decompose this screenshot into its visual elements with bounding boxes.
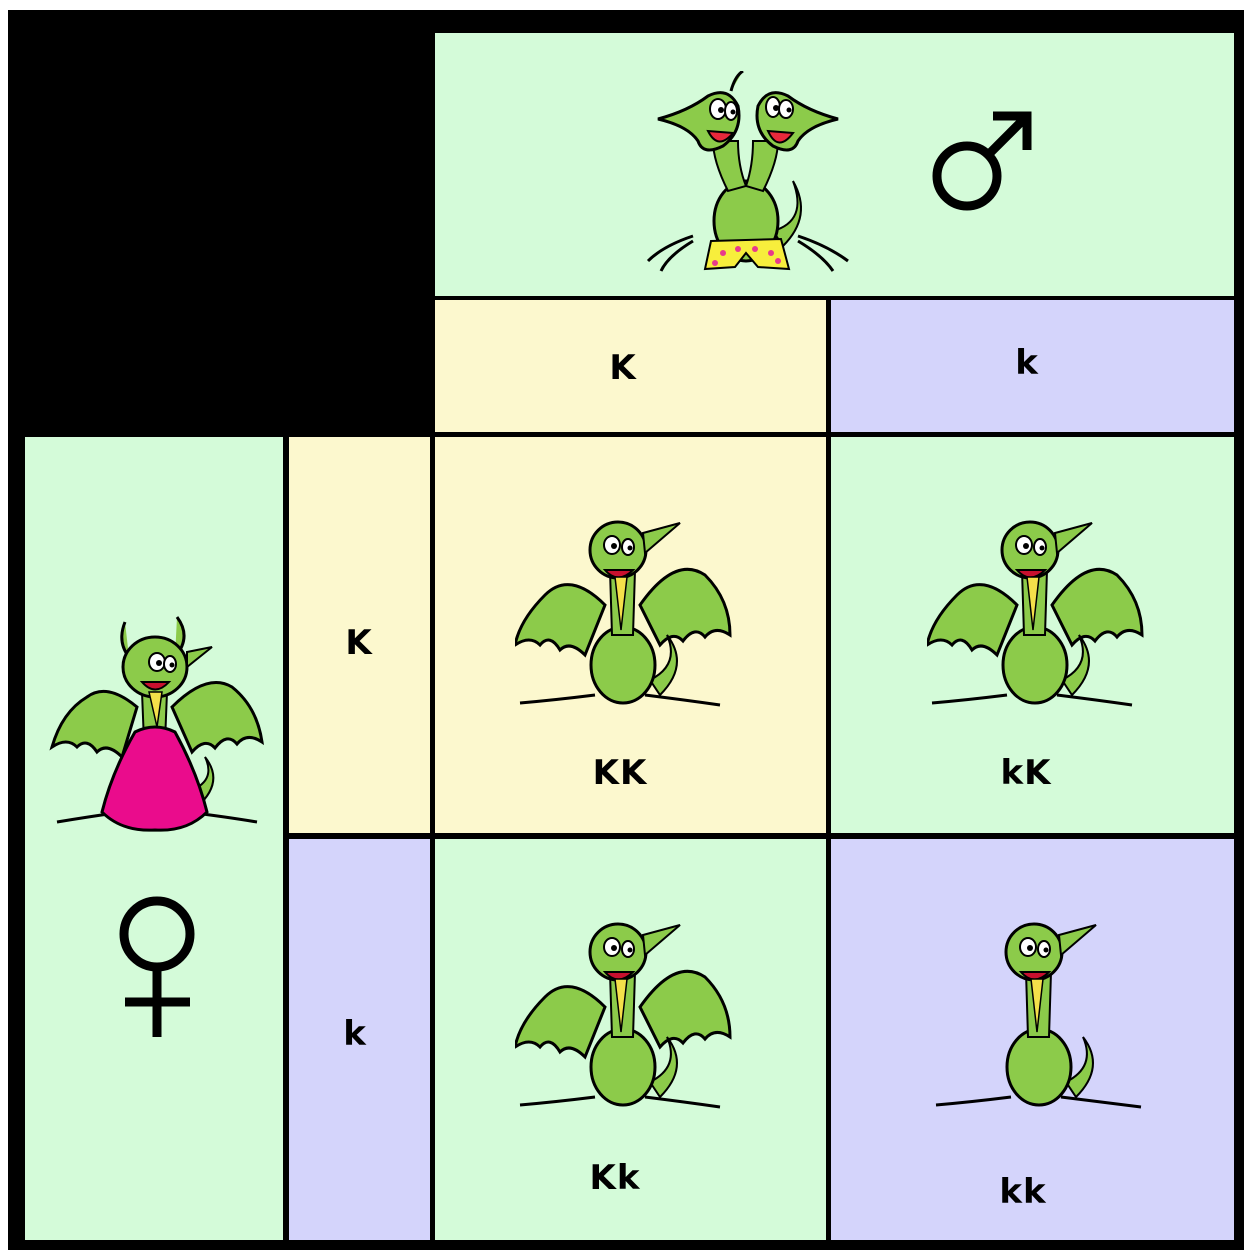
winged-dragon-illustration [927,520,1144,707]
female-gamete-dominant-label: K [345,623,373,663]
male-gamete-recessive-cell: k [831,300,1234,432]
offspring-genotype-kk: kk [999,1172,1047,1212]
offspring-genotype-kK: kK [1000,753,1052,793]
offspring-cell-kk: kk [831,839,1234,1240]
male-gamete-recessive-label: k [1015,343,1039,383]
offspring-genotype-KK: KK [592,753,648,793]
female-gamete-dominant-cell: K [289,437,430,833]
male-gamete-dominant-label: K [609,348,637,388]
wingless-dragon-illustration [935,922,1142,1109]
female-symbol-icon [119,896,195,1037]
winged-dragon-illustration [515,520,732,707]
offspring-cell-Kk: Kk [435,839,826,1240]
male-symbol-icon [932,111,1032,211]
two-headed-male-dragon-illustration [646,71,849,272]
male-gamete-dominant-cell: K [435,300,826,432]
winged-dragon-illustration [515,922,732,1109]
offspring-cell-kK: kK [831,437,1234,833]
male-parent-cell [435,33,1234,296]
female-gamete-recessive-label: k [343,1014,367,1054]
female-gamete-recessive-cell: k [289,839,430,1240]
female-dragon-in-pink-dress-illustration [49,616,264,832]
female-parent-cell [25,437,283,1240]
offspring-genotype-Kk: Kk [589,1158,641,1198]
offspring-cell-KK: KK [435,437,826,833]
